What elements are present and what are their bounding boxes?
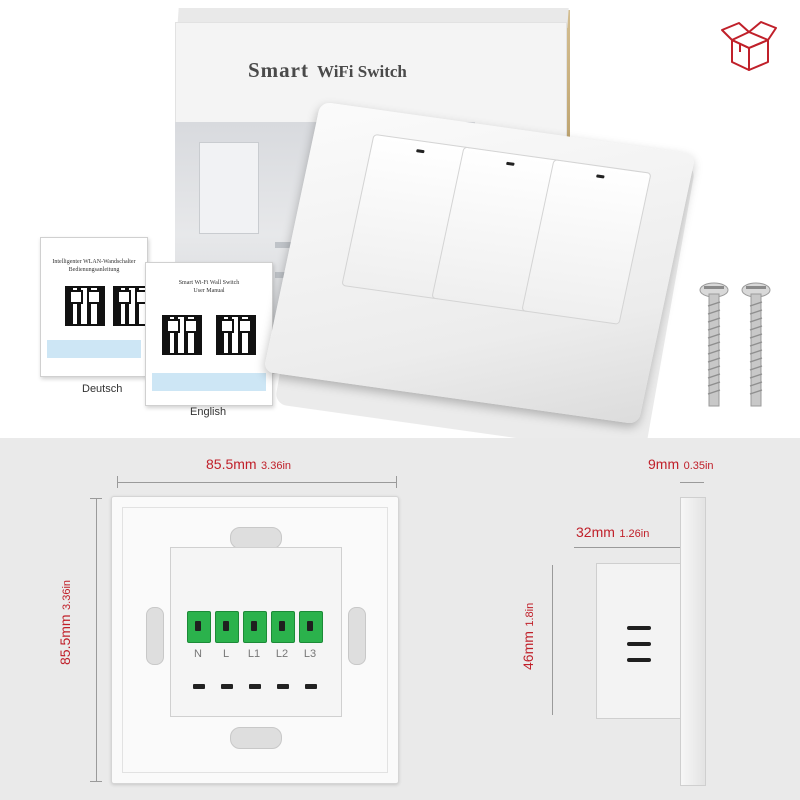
body-height-dimension: 46mm 1.8in xyxy=(520,603,540,670)
mounting-slot-bottom xyxy=(230,727,282,749)
back-plate-frame xyxy=(122,507,388,773)
manual-english: Smart Wi-Fi Wall Switch User Manual xyxy=(145,262,273,406)
terminal-label-l1: L1 xyxy=(247,648,261,660)
package-contents: Smart WiFi Switch Intelligenter WLAN-Wan… xyxy=(40,8,777,457)
vent-slot xyxy=(193,684,205,689)
body-height-dim-line xyxy=(552,565,553,715)
manual-english-subtitle: User Manual xyxy=(193,288,225,294)
body-depth-dim-line xyxy=(574,547,680,548)
terminal-label-l2: L2 xyxy=(275,648,289,660)
body-depth-imperial: 1.26in xyxy=(619,528,650,540)
height-dim-line xyxy=(96,498,97,782)
mounting-slot-top xyxy=(230,527,282,549)
terminal-l1 xyxy=(243,611,267,643)
height-dimension: 85.5mm 3.36in xyxy=(57,580,77,665)
manual-english-title: Smart Wi-Fi Wall Switch xyxy=(178,280,240,286)
box-title-smart: Smart xyxy=(248,58,309,82)
screw-icon xyxy=(699,282,729,407)
dim-tick xyxy=(90,498,102,499)
box-title-wifi-switch: WiFi Switch xyxy=(317,62,407,81)
switch-side-plate xyxy=(680,497,706,786)
manual-english-label: English xyxy=(190,406,227,418)
mounting-slot-left xyxy=(146,607,164,665)
manual-note xyxy=(47,340,141,358)
width-dim-line xyxy=(117,482,397,483)
terminal-label-l3: L3 xyxy=(303,648,317,660)
led-indicator xyxy=(506,161,515,166)
qr-code xyxy=(65,286,105,326)
manual-german: Intelligenter WLAN-Wandschalter Bedienun… xyxy=(40,237,153,377)
screw-icon xyxy=(741,282,771,407)
qr-code xyxy=(216,315,256,355)
vent-slot xyxy=(305,684,317,689)
manual-german-label: Deutsch xyxy=(82,383,123,395)
box-title: Smart WiFi Switch xyxy=(248,58,407,83)
terminal-label-l: L xyxy=(222,648,230,660)
vent-slot xyxy=(627,626,651,630)
body-height-imperial: 1.8in xyxy=(524,602,536,627)
width-imperial: 3.36in xyxy=(261,460,292,472)
switch-module-body: N L L1 L2 L3 xyxy=(170,547,342,717)
room-window xyxy=(199,142,259,234)
mounting-slot-right xyxy=(348,607,366,665)
plate-depth-metric: 9mm xyxy=(648,456,680,472)
vent-slot xyxy=(249,684,261,689)
manual-german-title: Intelligenter WLAN-Wandschalter xyxy=(52,259,136,265)
terminal-l xyxy=(215,611,239,643)
dim-tick xyxy=(90,781,102,782)
switch-side-body xyxy=(596,563,681,719)
terminal-label-n: N xyxy=(194,648,202,660)
open-box-icon xyxy=(721,21,777,71)
manual-note xyxy=(152,373,266,391)
plate-depth-dim-line xyxy=(680,482,704,483)
height-imperial: 3.36in xyxy=(61,579,73,610)
manual-german-subtitle: Bedienungsanleitung xyxy=(68,267,120,273)
width-metric: 85.5mm xyxy=(206,456,257,472)
width-dimension: 85.5mm 3.36in xyxy=(206,456,291,474)
plate-depth-dimension: 9mm 0.35in xyxy=(648,456,714,474)
terminal-n xyxy=(187,611,211,643)
dim-tick xyxy=(117,476,118,488)
vent-slot xyxy=(627,658,651,662)
height-metric: 85.5mm xyxy=(57,614,73,665)
wifi-switch-3-gang xyxy=(263,101,696,425)
terminal-l2 xyxy=(271,611,295,643)
dim-tick xyxy=(396,476,397,488)
led-indicator xyxy=(596,174,605,179)
plate-depth-imperial: 0.35in xyxy=(683,460,714,472)
body-height-metric: 46mm xyxy=(520,631,536,670)
led-indicator xyxy=(416,149,425,154)
terminal-l3 xyxy=(299,611,323,643)
vent-slot xyxy=(277,684,289,689)
vent-slot xyxy=(627,642,651,646)
body-depth-metric: 32mm xyxy=(576,524,615,540)
body-depth-dimension: 32mm 1.26in xyxy=(576,524,649,542)
qr-code xyxy=(162,315,202,355)
vent-slot xyxy=(221,684,233,689)
